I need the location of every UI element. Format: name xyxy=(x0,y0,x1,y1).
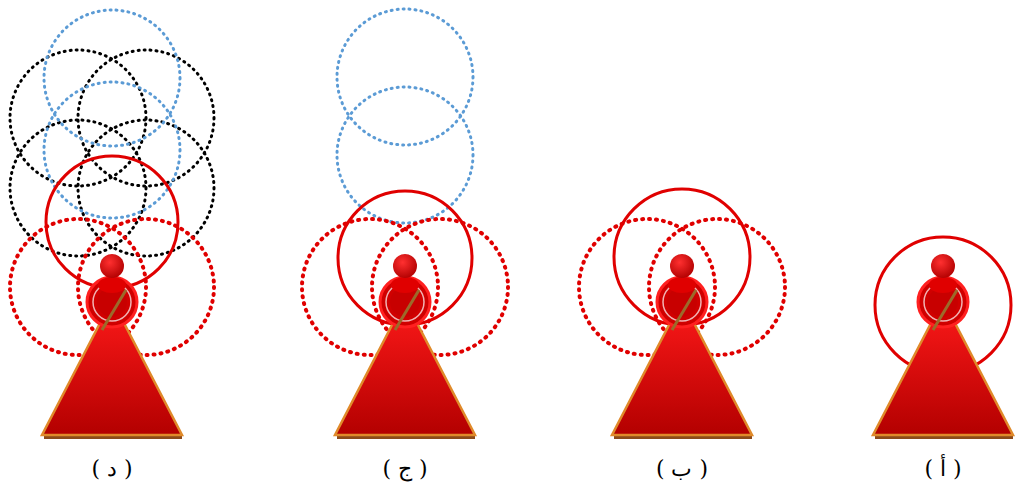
figure-label: ( أ ) xyxy=(924,456,961,481)
figure-b xyxy=(579,189,785,439)
figure-a xyxy=(873,237,1013,439)
figure-d xyxy=(10,10,214,439)
figure-c xyxy=(302,9,508,439)
figure-label: ( د ) xyxy=(91,456,132,481)
figure-label: ( ب ) xyxy=(656,456,708,481)
figure-label: ( ج ) xyxy=(382,456,427,481)
